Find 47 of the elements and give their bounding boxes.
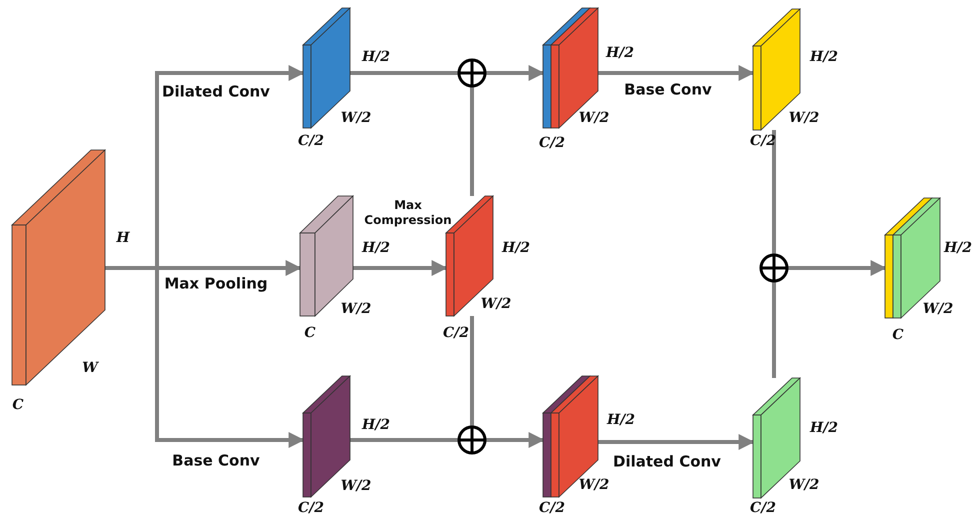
arrow bbox=[105, 266, 305, 448]
edge-label: Dilated Conv bbox=[612, 452, 722, 472]
dimension-label: W/2 bbox=[578, 110, 610, 126]
dimension-label: C/2 bbox=[298, 500, 324, 516]
dimension-label: C/2 bbox=[539, 135, 565, 151]
dimension-label: W/2 bbox=[922, 301, 954, 317]
dimension-label: C/2 bbox=[539, 500, 565, 516]
sum-symbol bbox=[457, 425, 487, 455]
dimension-label: W/2 bbox=[340, 478, 372, 494]
arrow bbox=[485, 432, 545, 448]
dimension-label: C/2 bbox=[750, 133, 776, 149]
dimension-label: W/2 bbox=[340, 301, 372, 317]
dimension-label: H/2 bbox=[606, 45, 634, 61]
dimension-label: H/2 bbox=[810, 49, 838, 65]
edge-label: Max Pooling bbox=[163, 274, 269, 294]
dimension-label: C/2 bbox=[298, 133, 324, 149]
edge-label: Base Conv bbox=[623, 80, 713, 100]
dimension-label: W/2 bbox=[788, 477, 820, 493]
dimension-label: H/2 bbox=[362, 49, 390, 65]
dimension-label: W/2 bbox=[578, 477, 610, 493]
sum-symbol bbox=[457, 58, 487, 88]
edge-label: Max Compression bbox=[363, 198, 453, 228]
dimension-label: W/2 bbox=[788, 110, 820, 126]
feature-map-block bbox=[12, 150, 105, 385]
dimension-label: C bbox=[304, 325, 316, 341]
arrow bbox=[598, 434, 755, 450]
arrow bbox=[485, 65, 545, 81]
arrow bbox=[353, 260, 448, 276]
dimension-label: H/2 bbox=[810, 420, 838, 436]
edge-label: Base Conv bbox=[171, 452, 261, 470]
edge-label: Dilated Conv bbox=[161, 82, 271, 102]
dimension-label: C bbox=[892, 327, 904, 343]
dimension-label: H/2 bbox=[502, 240, 530, 256]
dimension-label: H/2 bbox=[606, 412, 636, 428]
dimension-label: W/2 bbox=[480, 296, 512, 312]
dimension-label: W/2 bbox=[340, 110, 372, 126]
dimension-label: C bbox=[12, 397, 24, 413]
arrow bbox=[598, 65, 755, 81]
dimension-label: H/2 bbox=[362, 240, 390, 256]
dimension-label: C/2 bbox=[443, 325, 469, 341]
arrow bbox=[787, 260, 887, 276]
sum-symbol bbox=[759, 253, 789, 283]
dimension-label: W bbox=[82, 360, 98, 376]
dimension-label: C/2 bbox=[750, 500, 776, 516]
dimension-label: H/2 bbox=[362, 417, 390, 433]
dimension-label: H bbox=[116, 230, 130, 246]
dimension-label: H/2 bbox=[944, 240, 972, 256]
